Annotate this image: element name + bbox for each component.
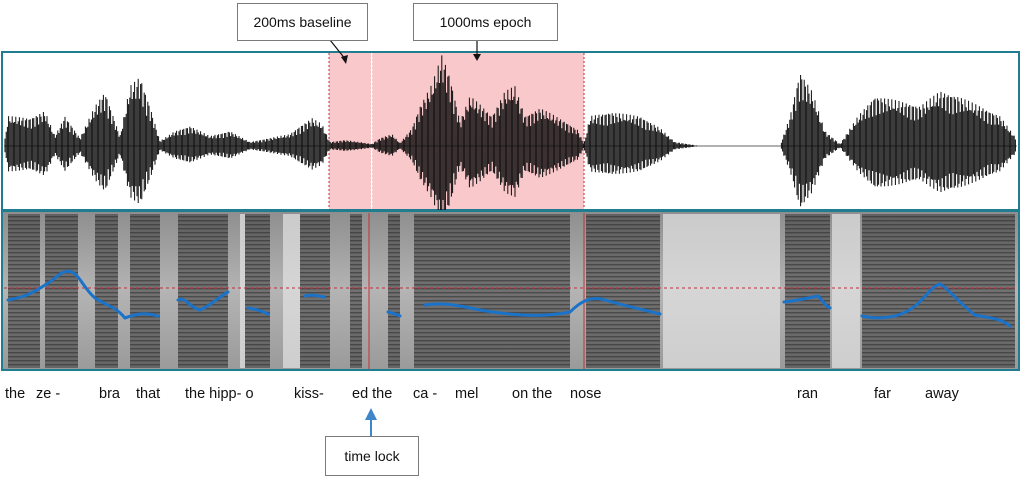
- pitch-segment: [246, 306, 270, 316]
- pitch-segment: [860, 282, 1012, 328]
- word-label: on the: [512, 386, 553, 402]
- baseline-window: [329, 53, 371, 209]
- spectrogram-harmonics: [130, 214, 160, 368]
- word-label: ca -: [413, 386, 438, 402]
- pitch-segment: [6, 269, 160, 320]
- spectrogram-silence: [663, 214, 780, 368]
- epoch-callout: 1000ms epoch: [413, 3, 558, 41]
- spectrogram-harmonics: [45, 214, 78, 368]
- pitch-segment: [782, 294, 832, 310]
- word-label: ze -: [36, 386, 61, 402]
- spectrogram-harmonics: [300, 214, 330, 368]
- word-label: kiss-: [294, 386, 324, 402]
- spectrogram-silence: [240, 214, 245, 368]
- baseline-callout: 200ms baseline: [237, 3, 368, 41]
- spectrogram-panel: [1, 210, 1020, 371]
- pitch-segment: [423, 297, 662, 317]
- pitch-segment: [386, 310, 402, 318]
- word-label: far: [874, 386, 891, 402]
- baseline-arrowhead: [341, 55, 348, 64]
- spectrogram-harmonics: [388, 214, 400, 368]
- epoch-arrowhead: [473, 54, 481, 61]
- spectrogram-harmonics: [178, 214, 228, 368]
- spectrogram-harmonics: [414, 214, 570, 368]
- spectrogram-harmonics: [586, 214, 660, 368]
- word-label: ran: [797, 386, 818, 402]
- word-label: the hipp- o: [185, 386, 254, 402]
- time-lock-callout: time lock: [325, 436, 419, 476]
- word-label: that: [136, 386, 161, 402]
- pitch-segment: [176, 290, 230, 312]
- word-label: bra: [99, 386, 120, 402]
- waveform: [4, 55, 1016, 223]
- spectrogram-harmonics: [95, 214, 118, 368]
- word-label: away: [925, 386, 959, 402]
- spectrogram-harmonics: [862, 214, 1015, 368]
- word-label: nose: [570, 386, 602, 402]
- callout-arrows: [329, 39, 481, 436]
- waveform-panel: [1, 51, 1020, 223]
- time-lock-arrowhead: [365, 408, 377, 420]
- spectrogram-harmonics: [245, 214, 270, 368]
- spectrogram-harmonics: [350, 214, 362, 368]
- word-label: the: [5, 386, 26, 402]
- spectrogram-silence: [832, 214, 860, 368]
- pitch-contour: [6, 269, 1012, 328]
- spectrogram-bands: [8, 214, 1015, 368]
- waveform-trace: [4, 55, 1016, 223]
- spectrogram-silence: [283, 214, 300, 368]
- pitch-segment: [303, 293, 326, 299]
- spectrogram-harmonics: [785, 214, 830, 368]
- word-label: mel: [455, 386, 479, 402]
- word-label: ed the: [352, 386, 393, 402]
